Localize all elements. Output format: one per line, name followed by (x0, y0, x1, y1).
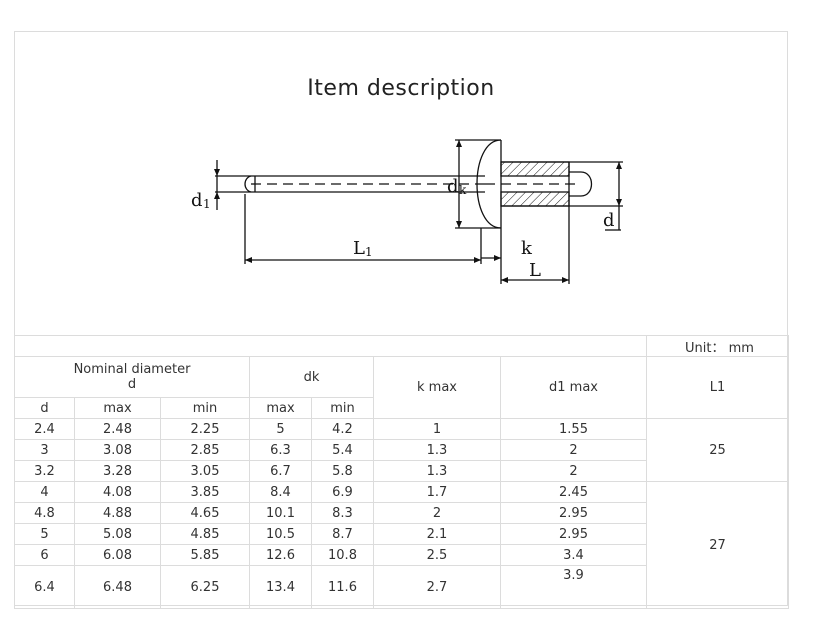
cell-d-min: 4.65 (160, 502, 250, 524)
table-row: 6 6.08 5.85 12.6 10.8 2.5 3.4 (14, 544, 789, 566)
cell-dk-max: 13.4 (249, 565, 312, 609)
table-row: 5 5.08 4.85 10.5 8.7 2.1 2.95 (14, 523, 789, 545)
header-sub-min: min (160, 397, 250, 419)
cell-d-min: 5.85 (160, 544, 250, 566)
cell-d: 3 (14, 439, 75, 461)
cell-k: 1 (373, 418, 501, 440)
table-row: 2.4 2.48 2.25 5 4.2 1 1.55 25 (14, 418, 790, 482)
cell-d1: 2.95 (499, 502, 648, 524)
cell-k: 2.7 (373, 565, 501, 609)
cell-d-min: 3.05 (160, 460, 250, 482)
cell-d-min: 2.25 (160, 418, 250, 440)
label-d: d (603, 210, 615, 231)
spec-sheet: Item description (14, 31, 788, 606)
cell-d-max: 4.08 (74, 481, 161, 503)
cell-d-max: 3.08 (74, 439, 161, 461)
cell-dk-min: 10.8 (311, 544, 374, 566)
cell-L1-group: 25 (646, 418, 790, 482)
cell-dk-min: 8.7 (311, 523, 374, 545)
unit-label: Unit： mm (646, 335, 790, 357)
cell-d: 4 (14, 481, 75, 503)
cell-d-max: 6.48 (74, 565, 161, 609)
cell-d1: 2 (499, 439, 648, 461)
cell-dk-max: 12.6 (249, 544, 312, 566)
label-dk: d (447, 176, 459, 197)
cell-d-min: 6.25 (160, 565, 250, 609)
header-dk-max: max (249, 397, 312, 419)
cell-d: 4.8 (14, 502, 75, 524)
label-L: L (529, 260, 541, 281)
cell-d: 6.4 (14, 565, 75, 609)
header-nominal-title: Nominal diameter (73, 362, 191, 377)
cell-d-min: 3.85 (160, 481, 250, 503)
header-k-max: k max (373, 356, 501, 419)
cell-dk-min: 5.8 (311, 460, 374, 482)
table-row: 4 4.08 3.85 8.4 6.9 1.7 2.45 27 (14, 481, 790, 609)
cell-d1: 1.55 (499, 418, 648, 440)
header-sub-d: d (14, 397, 75, 419)
label-k: k (521, 238, 533, 259)
cell-d1: 2.95 (499, 523, 648, 545)
cell-d1: 2 (499, 460, 648, 482)
label-dk-sub: k (459, 183, 467, 197)
header-L1: L1 (646, 356, 790, 419)
label-L1-sub: 1 (365, 245, 373, 259)
cell-d-min: 2.85 (160, 439, 250, 461)
cell-dk-min: 6.9 (311, 481, 374, 503)
cell-dk-max: 10.5 (249, 523, 312, 545)
cell-d-max: 2.48 (74, 418, 161, 440)
header-sub-max: max (74, 397, 161, 419)
cell-L1-group: 27 (646, 481, 790, 609)
table-row: 3.2 3.28 3.05 6.7 5.8 1.3 2 (14, 460, 789, 482)
cell-k: 1.3 (373, 439, 501, 461)
cell-dk-min: 11.6 (311, 565, 374, 609)
cell-dk-min: 4.2 (311, 418, 374, 440)
rivet-diagram: d 1 d k L 1 k L d (191, 139, 623, 284)
cell-d: 2.4 (14, 418, 75, 440)
cell-k: 2.5 (373, 544, 501, 566)
cell-dk-max: 6.7 (249, 460, 312, 482)
cell-d1: 2.45 (499, 481, 648, 503)
cell-d-max: 5.08 (74, 523, 161, 545)
cell-d: 6 (14, 544, 75, 566)
cell-dk-max: 8.4 (249, 481, 312, 503)
cell-dk-max: 10.1 (249, 502, 312, 524)
cell-d: 3.2 (14, 460, 75, 482)
label-d1: d (191, 190, 203, 211)
header-dk-min: min (311, 397, 374, 419)
unit-spacer (13, 335, 648, 357)
spec-table: Unit： mm Nominal diameter d dk k max d1 … (13, 335, 790, 609)
cell-k: 2.1 (373, 523, 501, 545)
cell-d-max: 4.88 (74, 502, 161, 524)
label-L1: L (353, 238, 365, 259)
cell-dk-min: 5.4 (311, 439, 374, 461)
cell-d-min: 4.85 (160, 523, 250, 545)
cell-dk-min: 8.3 (311, 502, 374, 524)
cell-dk-max: 5 (249, 418, 312, 440)
header-nominal-diameter: Nominal diameter d (14, 356, 250, 398)
cell-dk-max: 6.3 (249, 439, 312, 461)
header-dk: dk (249, 356, 374, 398)
cell-k: 2 (373, 502, 501, 524)
cell-d-max: 6.08 (74, 544, 161, 566)
header-nominal-d: d (127, 377, 137, 392)
cell-k: 1.3 (373, 460, 501, 482)
header-d1-max: d1 max (499, 356, 648, 419)
cell-d: 5 (14, 523, 75, 545)
cell-d1: 3.9 (499, 565, 648, 609)
page-title: Item description (307, 76, 495, 101)
cell-d-max: 3.28 (74, 460, 161, 482)
label-d1-sub: 1 (203, 197, 211, 211)
cell-d1: 3.4 (499, 544, 648, 566)
table-row: 6.4 6.48 6.25 13.4 11.6 2.7 3.9 (14, 565, 789, 609)
cell-k: 1.7 (373, 481, 501, 503)
